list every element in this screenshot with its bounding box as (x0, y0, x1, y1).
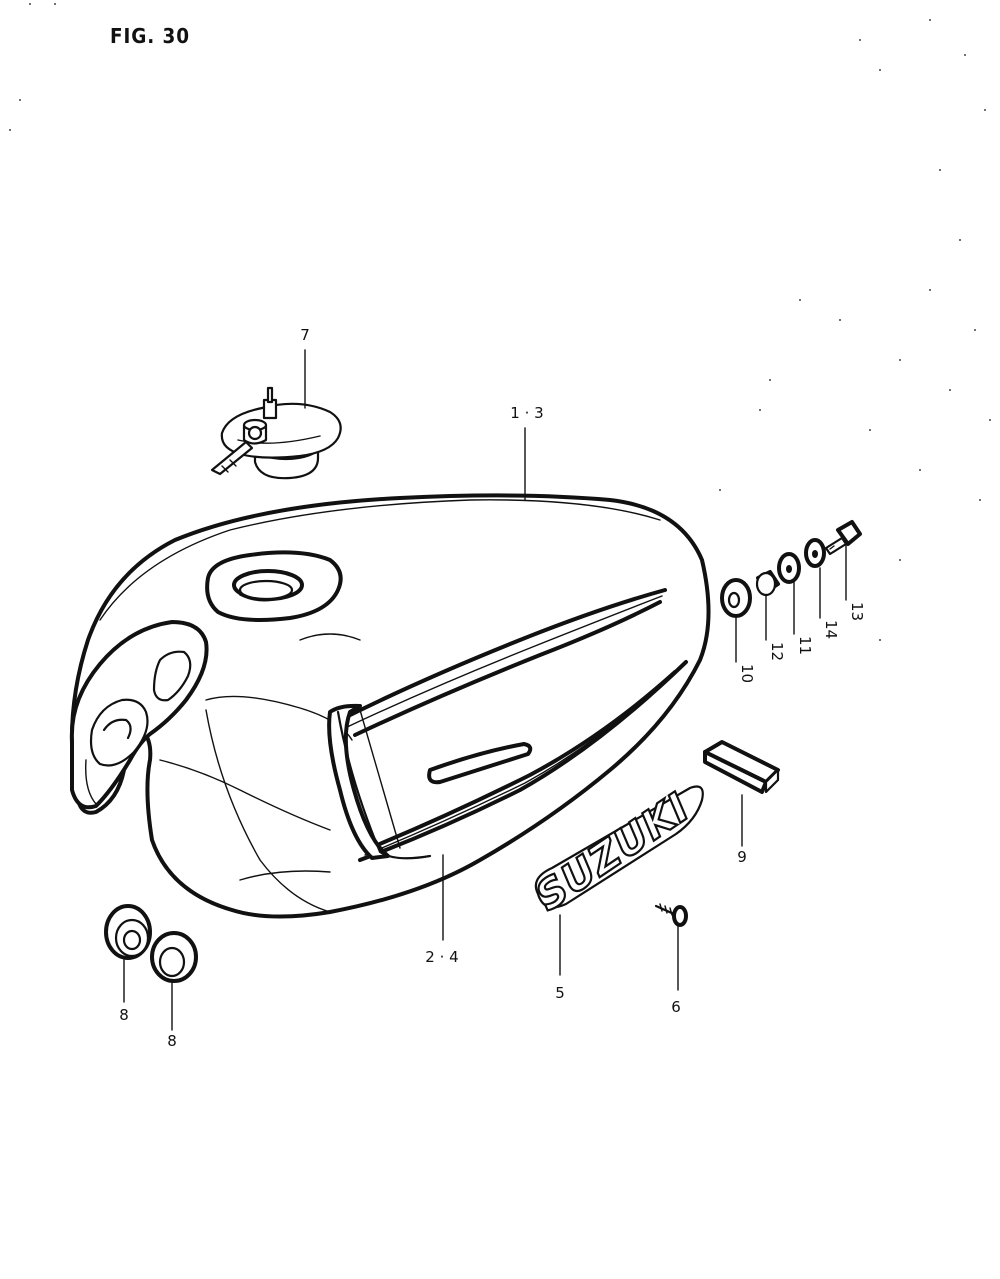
callout-7: 7 (300, 326, 310, 344)
bolt-part-13 (824, 520, 862, 556)
washer-part-11 (777, 552, 801, 584)
scan-noise (9, 3, 991, 641)
callout-5: 5 (555, 984, 565, 1002)
figure-title: FIG. 30 (110, 24, 190, 48)
screw-part-6 (654, 903, 688, 927)
grommet-part-8b (150, 931, 198, 983)
mount-hardware (720, 520, 862, 618)
callout-8a: 8 (119, 1006, 129, 1024)
callout-6: 6 (671, 998, 681, 1016)
callout-1-3: 1 · 3 (510, 404, 543, 422)
callout-13: 13 (848, 602, 866, 621)
callout-12: 12 (768, 642, 786, 661)
callout-8b: 8 (167, 1032, 177, 1050)
grommet-part-8a (104, 904, 152, 960)
callout-9: 9 (737, 848, 747, 866)
cushion-pad-part-9 (703, 740, 780, 794)
cushion-part-10 (720, 578, 752, 618)
fuel-cap-assembly (210, 386, 342, 480)
collar-part-12 (755, 570, 780, 597)
callout-14: 14 (822, 620, 840, 639)
fuel-tank (69, 493, 711, 919)
callout-2-4: 2 · 4 (425, 948, 458, 966)
callout-11: 11 (796, 636, 814, 655)
callout-10: 10 (738, 664, 756, 683)
washer-part-14 (804, 538, 826, 568)
